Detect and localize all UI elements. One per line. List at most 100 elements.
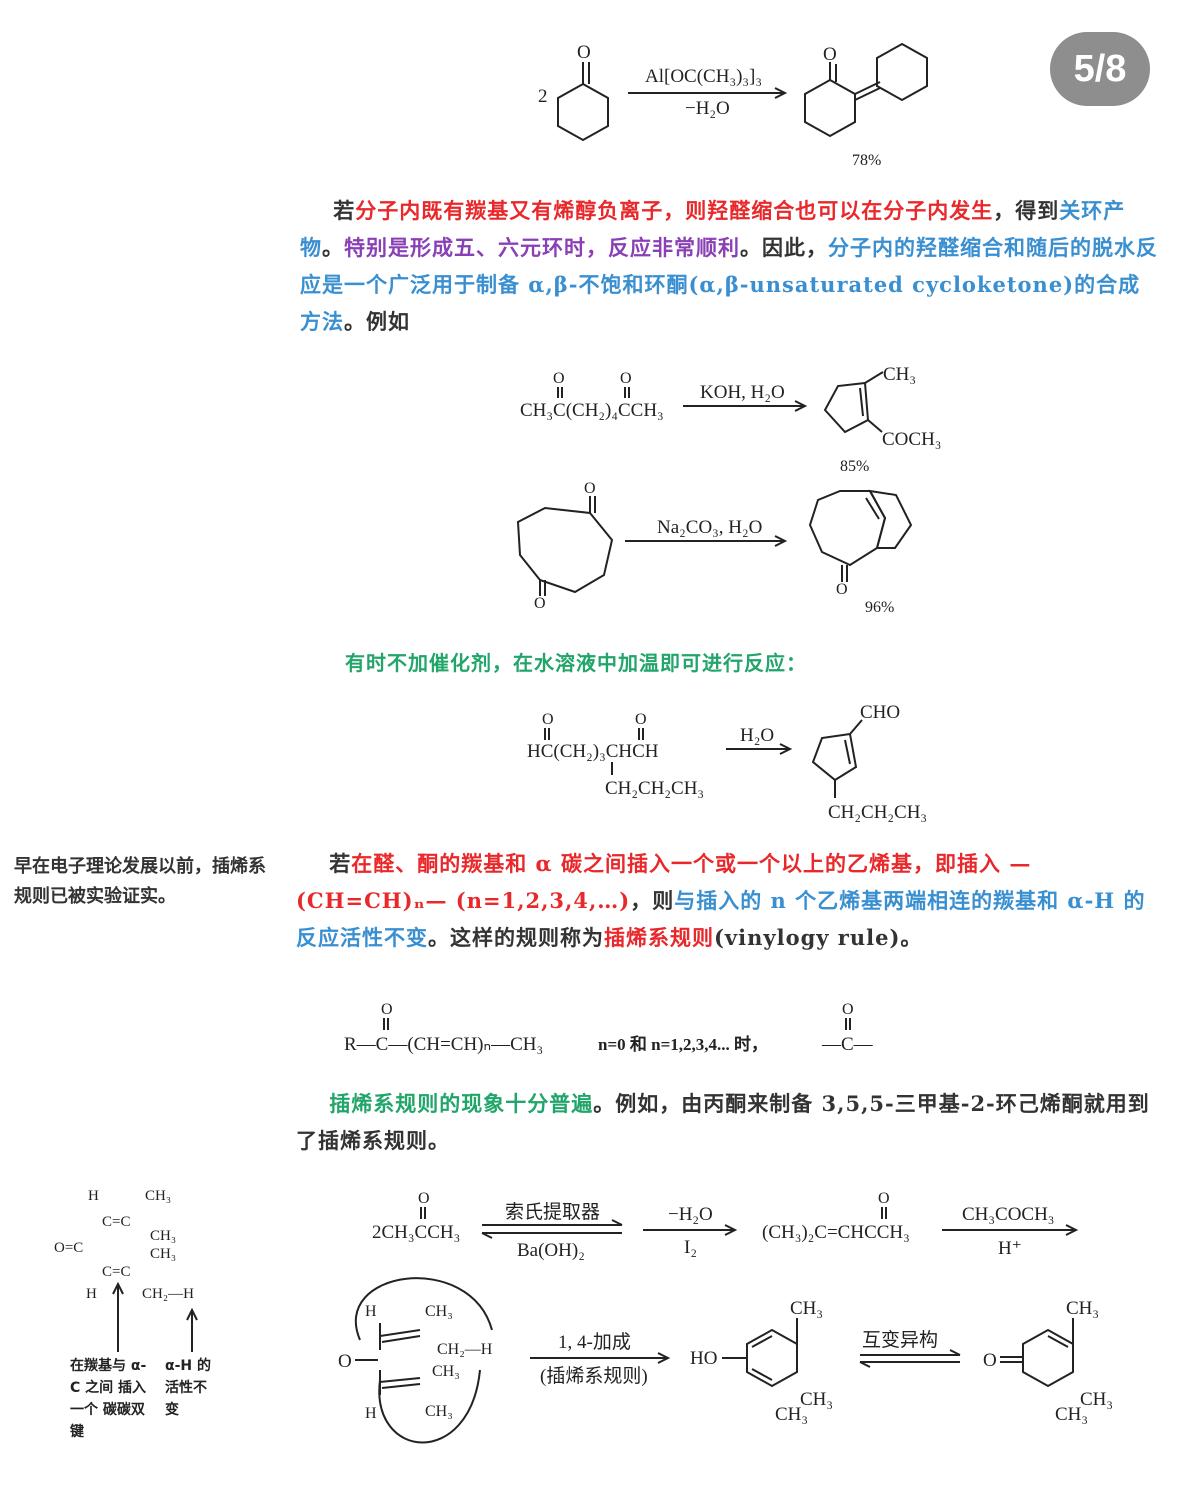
para2-t7: (vinylogy rule)。 xyxy=(714,925,923,950)
bicyclic-7ring xyxy=(808,490,887,567)
r1-prod-o: O xyxy=(823,44,837,65)
s-o1: O xyxy=(418,1190,430,1207)
scheme-row2: H CH₃ CH₂—H O CH₃ H CH₃ 1, 4-加成 (插烯系规则) … xyxy=(338,1277,1113,1444)
r4-sub2: CH₂CH₂CH₃ xyxy=(828,802,927,823)
ld-o: O=C xyxy=(54,1240,83,1256)
side-note-vinylogy: 早在电子理论发展以前，插烯系规则已被实验证实。 xyxy=(14,856,266,907)
ld-ch3-3: CH₃ xyxy=(150,1246,176,1262)
s-a2-bottom: I₂ xyxy=(684,1237,697,1258)
para2-t5: 。这样的规则称为 xyxy=(428,925,604,950)
f-o1: O xyxy=(381,1001,393,1018)
s-a1-top: 索氏提取器 xyxy=(505,1201,600,1223)
para2-t1: 若 xyxy=(329,851,352,876)
s-h2: H xyxy=(365,1405,377,1422)
s-a1-bottom: Ba(OH)₂ xyxy=(517,1240,585,1261)
s-ch3-c: CH₃ xyxy=(425,1403,453,1420)
s-ch3-d: CH₃ xyxy=(790,1298,823,1319)
r4-branch: CH₂CH₂CH₃ xyxy=(605,778,704,799)
ld-ch3-1: CH₃ xyxy=(145,1188,171,1204)
ld-label2: α-H 的 活性不 变 xyxy=(165,1358,212,1418)
isophorone-ring xyxy=(1022,1328,1074,1388)
left-vinylogy-diagram: H CH₃ C=C CH₃ O=C CH₃ C=C H CH₂—H 在羰基与 α… xyxy=(54,1188,212,1440)
para1-t9: 。例如 xyxy=(344,309,410,334)
r1-yield: 78% xyxy=(852,152,881,169)
para1-t4: 关环产物 xyxy=(300,198,1126,260)
r2-sub1: CH₃ xyxy=(883,364,916,385)
s-ch2h: CH₂—H xyxy=(437,1341,493,1358)
ld-ch3-2: CH₃ xyxy=(150,1228,176,1244)
para1-t3: ，得到 xyxy=(993,198,1060,223)
s-o-anion: O xyxy=(338,1351,352,1372)
s-o2: O xyxy=(878,1190,890,1207)
s-a5-top: 互变异构 xyxy=(862,1329,938,1351)
s-ch3-b: CH₃ xyxy=(432,1363,460,1380)
r2-reactant: CH₃C(CH₂)₄CCH₃ xyxy=(520,400,664,421)
para1-t7: 。因此， xyxy=(740,235,828,260)
ld-ch2h: CH₂—H xyxy=(142,1286,194,1302)
s-a4-bottom: (插烯系规则) xyxy=(540,1365,648,1387)
r1-o: O xyxy=(577,42,591,63)
r2-reagent: KOH, H₂O xyxy=(700,382,785,403)
para2-t4: 与插入的 n 个乙烯基两端相连的羰基和 α-H 的反应活性不变 xyxy=(296,888,1146,950)
s-ch3-h: CH₃ xyxy=(1080,1389,1113,1410)
r2-yield: 85% xyxy=(840,458,869,475)
cyclopentene-ring xyxy=(823,381,870,434)
r2-o1: O xyxy=(553,370,565,387)
s-ch3-i: CH₃ xyxy=(1055,1404,1088,1425)
s-r2: (CH₃)₂C=CHCCH₃ xyxy=(762,1222,910,1243)
s-ho: HO xyxy=(690,1348,717,1369)
s-curved-arrow-1 xyxy=(354,1277,493,1341)
svg-text:C=C: C=C xyxy=(102,1264,130,1280)
r2-sub2: COCH₃ xyxy=(882,429,941,450)
para2-t2: 在醛、酮的羰基和 α 碳之间插入一个或一个以上的乙烯基，即插入 —(CH=CH)… xyxy=(296,851,1032,913)
s-curved-arrow-2 xyxy=(378,1369,481,1444)
dienol-ring xyxy=(746,1328,798,1388)
ld-h1: H xyxy=(88,1188,99,1204)
s-a3-top: CH₃COCH₃ xyxy=(962,1204,1054,1225)
vinylogy-formula: O R—C—(CH=CH)ₙ—CH₃ n=0 和 n=1,2,3,4... 时，… xyxy=(344,1001,874,1055)
r3-o2: O xyxy=(534,595,546,612)
page-indicator-badge: 5/8 xyxy=(1050,32,1150,106)
para1-t6: 特别是形成五、六元环时，反应非常顺利 xyxy=(344,235,740,260)
para1-t8: 分子内的羟醛缩合和随后的脱水反应是一个广泛用于制备 α,β-不饱和环酮(α,β-… xyxy=(300,235,1158,334)
r3-reagent: Na₂CO₃, H₂O xyxy=(657,517,762,538)
s-a3-bottom: H⁺ xyxy=(998,1238,1022,1259)
s-ch3-f: CH₃ xyxy=(775,1404,808,1425)
r4-o1: O xyxy=(542,711,554,728)
svg-text:C=C: C=C xyxy=(102,1214,130,1230)
s-h1: H xyxy=(365,1303,377,1320)
reaction3: O O Na₂CO₃, H₂O O 96% xyxy=(516,480,913,616)
s-a4-top: 1, 4-加成 xyxy=(558,1331,631,1353)
para1-t1: 若 xyxy=(333,198,356,223)
r1-reagent: Al[OC(CH₃)₃]₃ xyxy=(645,66,762,87)
product-ring-a xyxy=(804,78,856,138)
scheme-row1: O 2CH₃CCH₃ 索氏提取器 Ba(OH)₂ −H₂O I₂ O (CH₃)… xyxy=(372,1190,1079,1261)
f-o2: O xyxy=(842,1001,854,1018)
ld-h2: H xyxy=(86,1286,97,1302)
paragraph-vinylogy-rule: 若在醛、酮的羰基和 α 碳之间插入一个或一个以上的乙烯基，即插入 —(CH=CH… xyxy=(296,845,1156,956)
reaction4: O O HC(CH₂)₃CHCH CH₂CH₂CH₃ H₂O CHO CH₂CH… xyxy=(527,702,927,823)
para1-t5: 。 xyxy=(322,235,344,260)
para1-t2: 分子内既有羰基又有烯醇负离子，则羟醛缩合也可以在分子内发生 xyxy=(355,198,994,223)
r4-o2: O xyxy=(635,711,647,728)
s-ch3-g: CH₃ xyxy=(1066,1298,1099,1319)
r4-reagent: H₂O xyxy=(740,725,774,746)
cyclohexanone-ring xyxy=(557,82,609,142)
ld-label1: 在羰基与 α-C 之间 插入一个 碳碳双键 xyxy=(70,1358,147,1440)
para2-t3: ，则 xyxy=(630,888,675,913)
para3-t1: 插烯系规则的现象十分普遍 xyxy=(329,1091,594,1116)
s-r1: 2CH₃CCH₃ xyxy=(372,1222,460,1243)
r3-yield: 96% xyxy=(865,599,894,616)
r3-o1: O xyxy=(584,480,596,497)
paragraph-vinylogy-example: 插烯系规则的现象十分普遍。例如，由丙酮来制备 3,5,5-三甲基-2-环己烯酮就… xyxy=(296,1085,1156,1159)
paragraph-intramolecular-aldol: 若分子内既有羰基又有烯醇负离子，则羟醛缩合也可以在分子内发生，得到关环产物。特别… xyxy=(300,192,1160,340)
s-o-final: O xyxy=(983,1350,997,1371)
r4-reactant: HC(CH₂)₃CHCH xyxy=(527,741,659,762)
r3-prod-o: O xyxy=(836,581,848,598)
para3-t2: 。例如，由丙酮来制备 3,5,5-三甲基-2-环己烯酮就用到了插烯系规则。 xyxy=(296,1091,1150,1153)
r4-sub1: CHO xyxy=(860,702,900,723)
r1-condition: −H₂O xyxy=(685,98,730,119)
r1-coef: 2 xyxy=(538,86,548,107)
r2-o2: O xyxy=(620,370,632,387)
